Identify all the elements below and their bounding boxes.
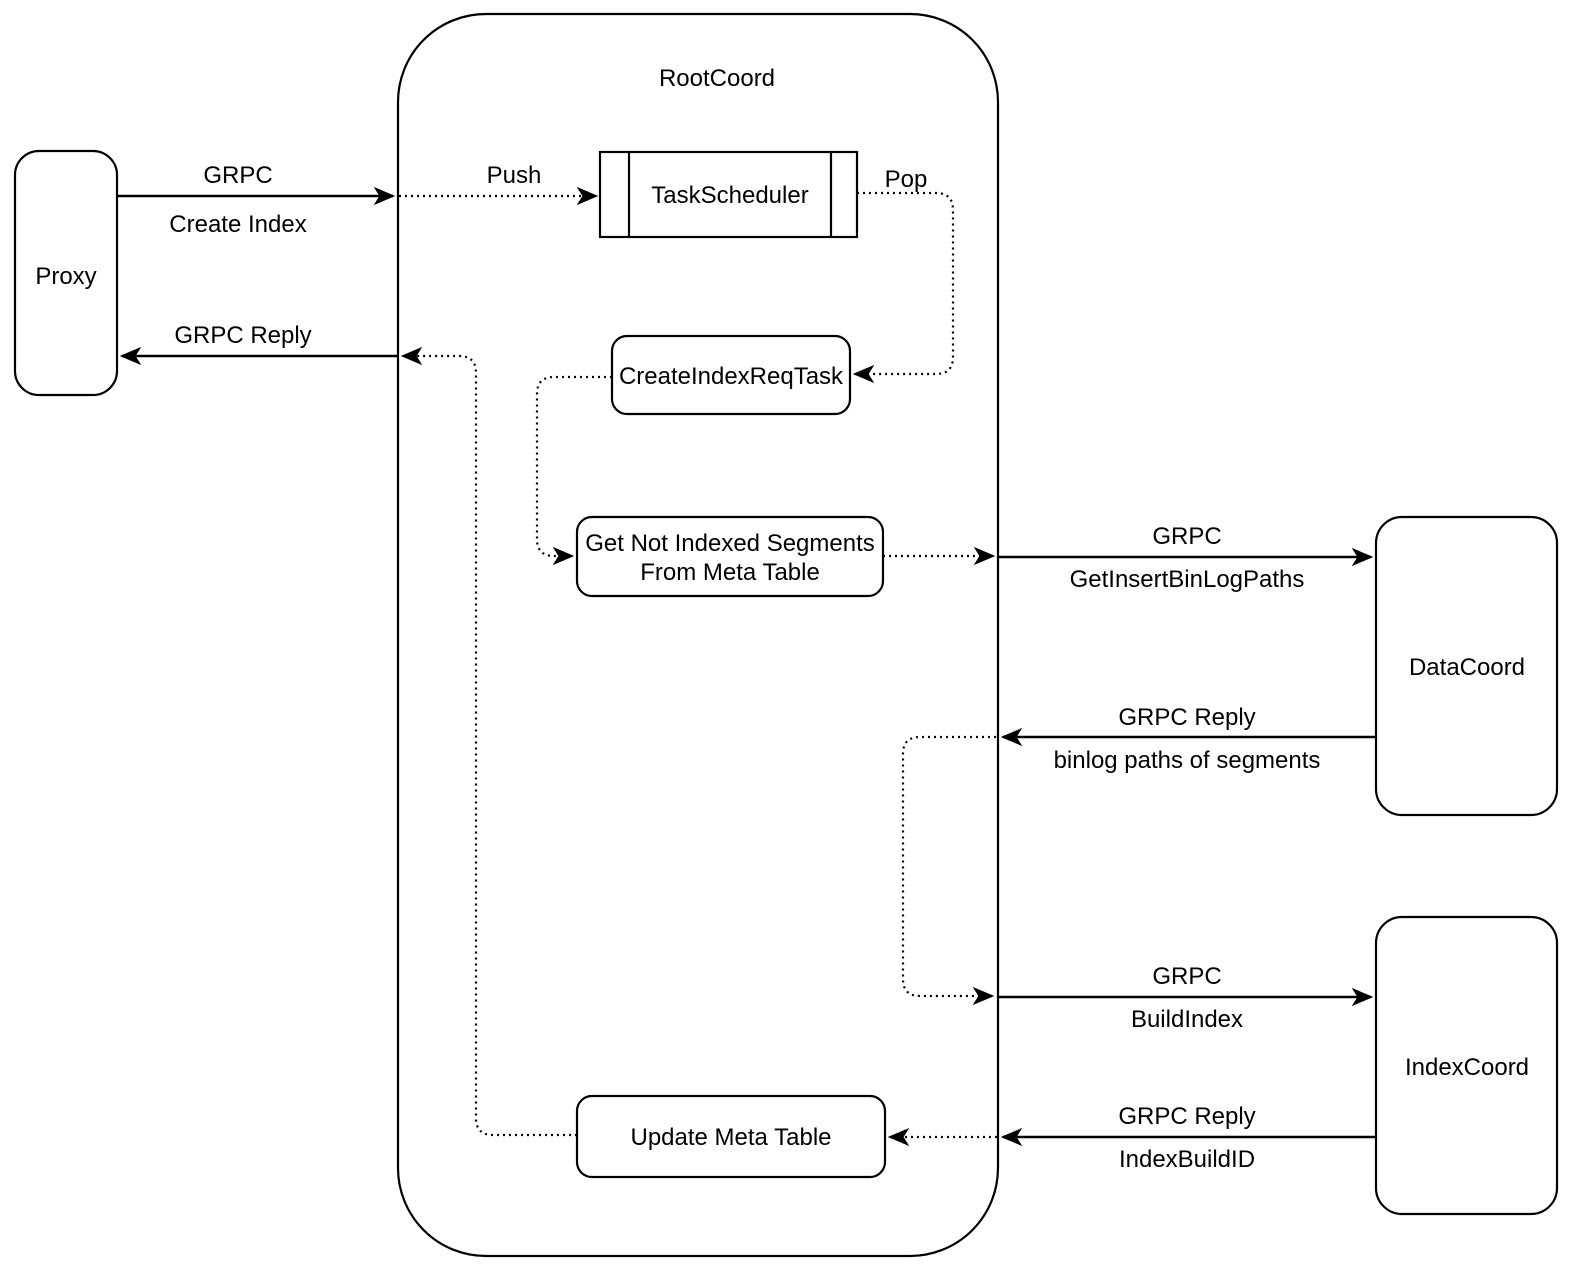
push-label: Push (487, 162, 542, 189)
grpc-reply-to-proxy-label: GRPC Reply (174, 322, 311, 349)
get-not-indexed-segments-label-line1: Get Not Indexed Segments (585, 530, 875, 557)
create-index-req-task-node (610, 334, 852, 416)
binlog-reply-to-build-index-arrow (901, 735, 996, 996)
build-index-message-label: BuildIndex (1131, 1006, 1243, 1033)
update-meta-table-node (575, 1094, 887, 1179)
proxy-node (13, 149, 119, 397)
binlog-reply-protocol-label: GRPC Reply (1118, 704, 1255, 731)
update-meta-table-label: Update Meta Table (630, 1124, 831, 1151)
binlog-reply-message-label: binlog paths of segments (1054, 747, 1321, 774)
pop-arrow (855, 191, 955, 374)
data-coord-label: DataCoord (1409, 654, 1525, 681)
index-build-id-protocol-label: GRPC Reply (1118, 1103, 1255, 1130)
task-scheduler-node (598, 150, 859, 239)
get-insert-binlog-message-label: GetInsertBinLogPaths (1070, 566, 1305, 593)
data-coord-node (1374, 515, 1559, 817)
rootcoord-label: RootCoord (659, 65, 775, 92)
grpc-create-index-protocol-label: GRPC (203, 162, 272, 189)
create-index-req-to-get-segments-arrow (535, 375, 612, 556)
task-scheduler-label: TaskScheduler (651, 182, 808, 209)
index-build-id-message-label: IndexBuildID (1119, 1146, 1255, 1173)
rootcoord-container (396, 12, 1000, 1258)
index-coord-label: IndexCoord (1405, 1054, 1529, 1081)
update-meta-to-reply-arrow (403, 356, 577, 1137)
index-coord-node (1374, 915, 1559, 1216)
get-not-indexed-segments-label-line2: From Meta Table (640, 559, 820, 586)
grpc-create-index-message-label: Create Index (169, 211, 306, 238)
build-index-protocol-label: GRPC (1152, 963, 1221, 990)
proxy-label: Proxy (35, 263, 96, 290)
create-index-req-task-label: CreateIndexReqTask (619, 363, 844, 390)
get-not-indexed-segments-node (575, 515, 885, 598)
get-insert-binlog-protocol-label: GRPC (1152, 523, 1221, 550)
pop-label: Pop (885, 166, 928, 193)
